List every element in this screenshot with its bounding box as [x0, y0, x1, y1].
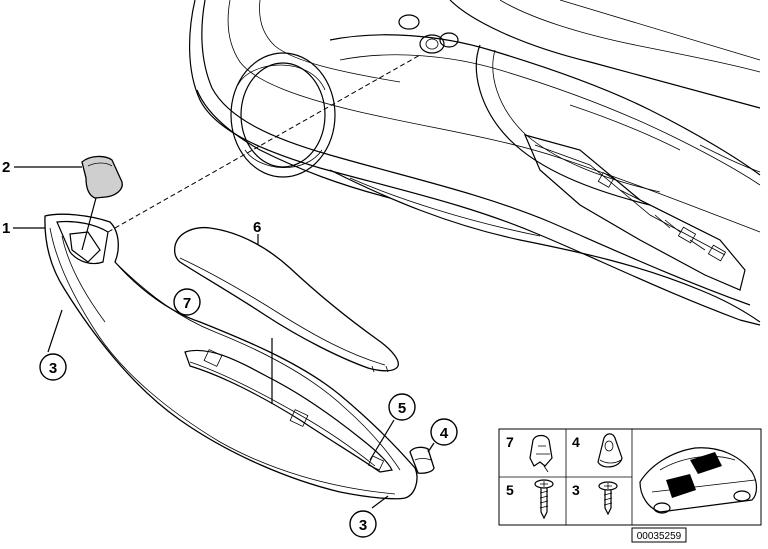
callout-3-bottom-label: 3: [359, 517, 367, 534]
screw-icon: [534, 479, 554, 520]
screw-icon: [598, 481, 618, 516]
legend-cell-3: 3: [572, 481, 618, 516]
callout-6-label: 6: [253, 219, 261, 236]
part-6-armrest-pad: [174, 226, 399, 373]
legend-cell-7-number: 7: [506, 434, 514, 450]
callout-6: 6: [253, 219, 261, 236]
legend-cell-5-number: 5: [506, 482, 514, 498]
callout-7: 7: [173, 288, 201, 316]
reference-number-text: 00035259: [637, 531, 682, 542]
reference-number: 00035259: [631, 527, 687, 543]
part-1-armrest-housing: [44, 213, 418, 500]
car-location-icon: [639, 447, 758, 514]
door-panel: [188, 0, 761, 326]
callout-1: 1: [2, 220, 10, 237]
callout-3-left: 3: [39, 353, 67, 381]
callout-1-label: 1: [2, 220, 10, 237]
plug-icon: [597, 433, 623, 468]
clip-icon: [529, 434, 553, 473]
callout-5: 5: [388, 393, 416, 421]
parts-legend: 7 4 5: [498, 428, 762, 526]
callout-4-label: 4: [440, 425, 449, 442]
legend-cell-5: 5: [506, 479, 554, 520]
part-2-cover-cap: [81, 155, 123, 199]
callout-5-label: 5: [398, 400, 406, 417]
callout-4: 4: [430, 418, 458, 446]
legend-cell-4: 4: [572, 433, 623, 468]
callout-7-label: 7: [183, 295, 191, 312]
part-4-plug: [409, 446, 435, 474]
callout-2: 2: [2, 159, 10, 176]
callout-3-bottom: 3: [349, 510, 377, 538]
legend-cell-3-number: 3: [572, 482, 580, 498]
callout-2-label: 2: [2, 159, 10, 176]
legend-cell-7: 7: [506, 434, 553, 473]
callout-3-left-label: 3: [49, 360, 57, 377]
legend-cell-4-number: 4: [572, 434, 580, 450]
leader-lines: [13, 54, 435, 509]
